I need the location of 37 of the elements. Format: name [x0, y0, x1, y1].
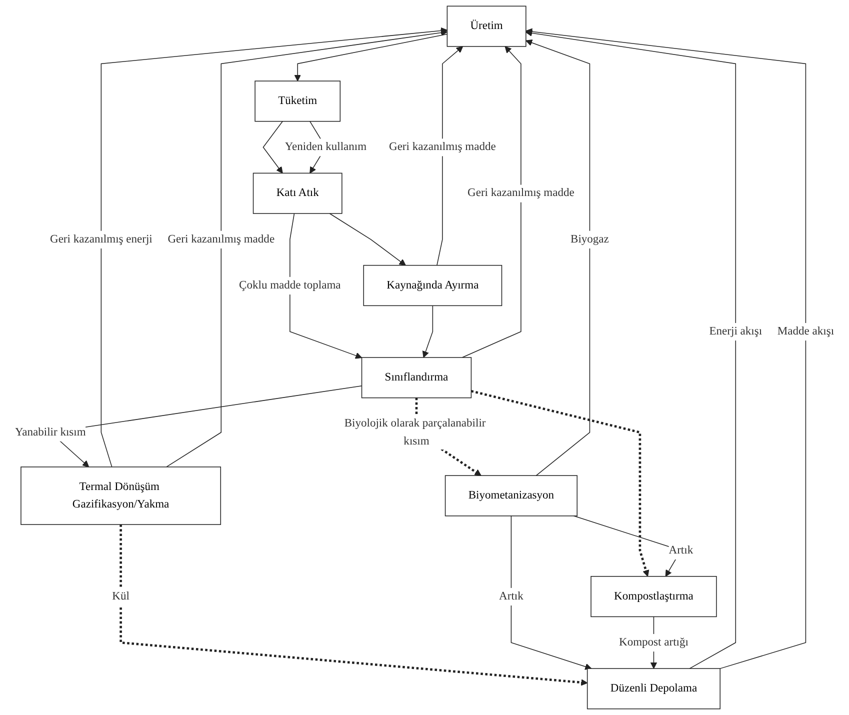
edge-label: Geri kazanılmış madde — [468, 187, 574, 200]
edge-label: Madde akışı — [777, 325, 834, 338]
edge-label: Yeniden kullanım — [284, 140, 367, 154]
edge-label: Geri kazanılmış madde — [388, 140, 496, 154]
edge-label: Kompost artığı — [619, 636, 688, 649]
node-box: Katı Atık — [252, 172, 342, 214]
node-box: Üretim — [446, 6, 526, 47]
node-box: Düzenli Depolama — [586, 668, 720, 710]
node-box: Kaynağında Ayırma — [363, 264, 502, 306]
node-box: Termal Dönüşüm Gazifikasyon/Yakma — [20, 466, 222, 525]
edge-label: Enerji akışı — [709, 325, 762, 338]
edge-label: Geri kazanılmış madde — [168, 233, 275, 246]
arrow — [329, 213, 406, 266]
edge-label: Biyogaz — [570, 233, 609, 246]
arrow — [262, 120, 283, 174]
arrow — [422, 305, 434, 358]
arrow — [470, 390, 650, 577]
node-box: Tüketim — [254, 80, 341, 122]
edge-label: Yanabilir kısım — [14, 426, 86, 438]
edge-label: Geri kazanılmış enerji — [50, 233, 152, 246]
node-box: Kompostlaştırma — [590, 576, 717, 618]
edge-label: Çoklu madde toplama — [239, 279, 341, 292]
arrow — [290, 213, 362, 359]
arrow — [462, 46, 522, 358]
edge-label: Artık — [499, 590, 524, 602]
arrow — [100, 27, 448, 468]
edge-label: Artık — [668, 544, 694, 556]
arrow — [510, 516, 592, 670]
edge-label: Biyolojik olarak parçalanabilir kısım — [344, 417, 486, 447]
arrow — [120, 524, 588, 686]
arrow — [166, 29, 448, 468]
arrow — [436, 46, 464, 266]
arrow — [294, 34, 448, 82]
node-box: Biyometanizasyon — [444, 475, 578, 516]
arrow — [526, 39, 590, 476]
edge-label: Kül — [112, 590, 130, 602]
node-box: Sınıflandırma — [361, 357, 472, 398]
